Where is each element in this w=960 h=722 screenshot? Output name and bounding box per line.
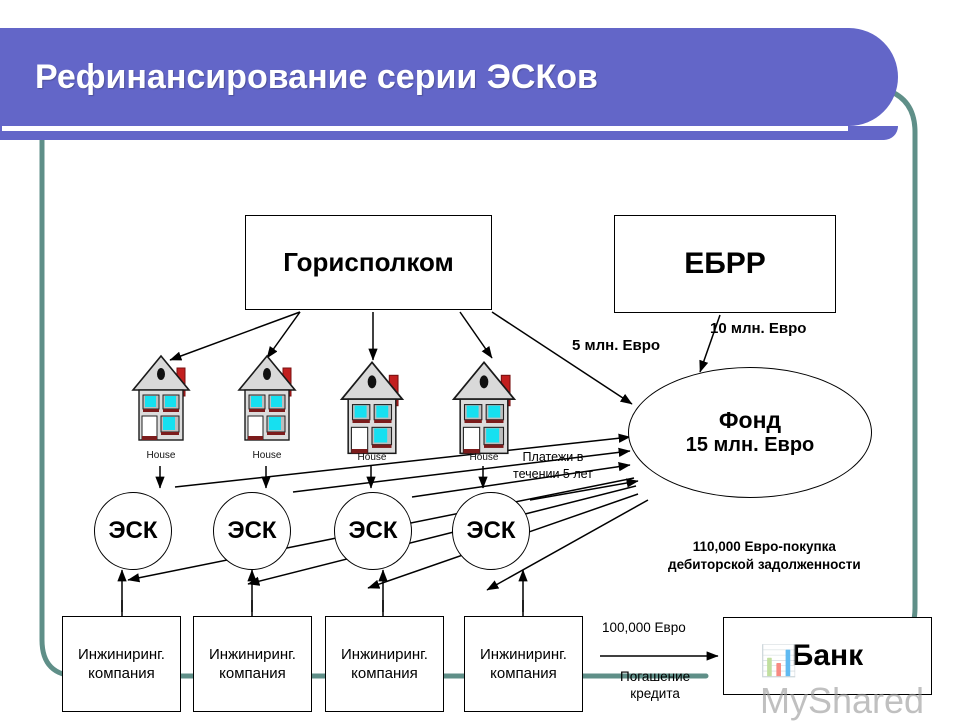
fund-name: Фонд (718, 407, 782, 434)
node-bank: Банк (723, 617, 932, 695)
label-engineering-to-bank-note: Погашение кредита (620, 669, 691, 702)
node-gorispolkom: Горисполком (245, 215, 492, 310)
node-engineering-3: Инжиниринг. компания (325, 616, 444, 712)
fund-amount: 15 млн. Евро (685, 434, 815, 457)
title-banner (0, 28, 898, 126)
house-label-1: House (146, 450, 176, 461)
label-fund-to-esk: 110,000 Евро-покупка дебиторской задолже… (668, 539, 861, 572)
node-engineering-4: Инжиниринг. компания (464, 616, 583, 712)
engineering-line2: компания (88, 665, 155, 682)
esk-label: ЭСК (348, 517, 398, 544)
engineering-line2: компания (219, 665, 286, 682)
house-icon-3 (339, 360, 405, 455)
engineering-line2: компания (490, 665, 557, 682)
page-title: Рефинансирование серии ЭСКов (35, 57, 598, 96)
node-esk-3: ЭСК (334, 492, 412, 570)
engineering-line2: компания (351, 665, 418, 682)
house-label-4: House (469, 452, 499, 463)
node-fund: Фонд 15 млн. Евро (628, 367, 872, 498)
engineering-line1: Инжиниринг. (78, 645, 165, 663)
house-icon-2 (237, 354, 297, 441)
engineering-line1: Инжиниринг. (209, 645, 296, 663)
label-ebrr-to-fund: 10 млн. Евро (710, 320, 807, 337)
node-esk-4: ЭСК (452, 492, 530, 570)
node-esk-2: ЭСК (213, 492, 291, 570)
engineering-line1: Инжиниринг. (480, 645, 567, 663)
house-icon-4 (451, 360, 517, 455)
node-ebrr: ЕБРР (614, 215, 836, 313)
ebrr-label: ЕБРР (684, 247, 766, 280)
title-underline (2, 126, 848, 131)
esk-label: ЭСК (108, 517, 158, 544)
node-esk-1: ЭСК (94, 492, 172, 570)
house-label-3: House (357, 452, 387, 463)
bank-label: Банк (791, 639, 864, 672)
label-esk-to-fund: Платежи в течении 5 лет (513, 450, 593, 481)
esk-label: ЭСК (466, 517, 516, 544)
esk-label: ЭСК (227, 517, 277, 544)
node-engineering-1: Инжиниринг. компания (62, 616, 181, 712)
gorispolkom-label: Горисполком (283, 247, 454, 277)
node-engineering-2: Инжиниринг. компания (193, 616, 312, 712)
label-gorispolkom-to-fund: 5 млн. Евро (572, 337, 661, 354)
house-icon-1 (131, 354, 191, 441)
house-label-2: House (252, 450, 282, 461)
engineering-line1: Инжиниринг. (341, 645, 428, 663)
label-engineering-to-bank-amount: 100,000 Евро (602, 620, 686, 635)
